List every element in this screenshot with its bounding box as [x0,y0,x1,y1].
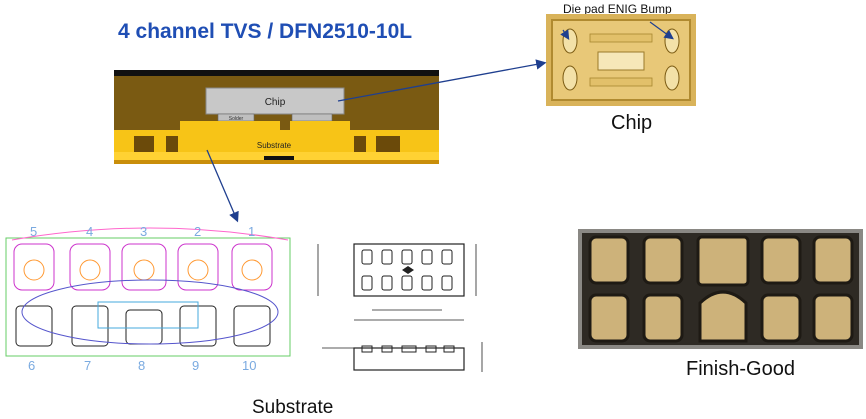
package-body [353,243,465,297]
pin-number: 1 [248,224,255,239]
pin-number: 9 [192,358,199,372]
substrate-label: Substrate [257,141,292,150]
pin-number: 8 [138,358,145,372]
pin-number: 2 [194,224,201,239]
pad-circle [79,259,101,281]
pin-number: 7 [84,358,91,372]
chip-photo [546,14,696,106]
lead [401,275,413,291]
pin-number: 3 [140,224,147,239]
pad-circle [241,259,263,281]
pad-bottom [125,309,163,345]
finish-pad [698,290,748,343]
finish-pad [696,235,750,287]
lead [361,275,373,291]
arrow-to-substrate [206,149,239,223]
chip-die [205,87,345,115]
pin-number: 6 [28,358,35,372]
side-lead [443,345,455,353]
pads-bottom [15,279,279,347]
chip-label: Chip [265,97,286,108]
finish-pad [812,235,854,285]
finish-pad [588,235,630,285]
package-side-view [353,347,465,371]
chip-caption: Chip [611,112,653,134]
pin-number: 5 [30,224,37,239]
die-pad-annotation: Die pad ENIG Bump [563,2,672,16]
pad-circle [187,259,209,281]
substrate-edge [114,160,439,164]
side-lead [425,345,437,353]
lead [381,275,393,291]
finish-pad [642,293,684,343]
side-lead [401,345,417,353]
pin1-mark [402,266,414,274]
substrate-pad [180,121,280,131]
pad-circle [133,259,155,281]
layout-curve [11,227,289,241]
substrate-gap [166,136,178,154]
finish-good-caption: Finish-Good [686,358,795,380]
pin-number: 4 [86,224,93,239]
finish-pad [812,293,854,343]
trace-outline [21,279,279,345]
chip-trace [589,33,653,43]
pad-bottom [233,305,271,347]
pad-bottom [71,305,109,347]
side-lead [381,345,393,353]
diagram-title: 4 channel TVS / DFN2510-10L [118,20,413,43]
substrate-caption: Substrate [252,397,334,418]
pad-top [69,243,111,291]
lead [361,249,373,265]
chip-center-pad [597,51,645,71]
package-cross-section: Chip Solder Substrate [114,70,439,164]
pad-top [13,243,55,291]
substrate-pad [290,121,350,131]
mold-top-edge [114,70,439,76]
pin-number: 10 [242,358,256,372]
arrow-bump-left [560,29,570,41]
lead [401,249,413,265]
substrate-layout: 5 4 3 2 1 6 7 8 9 10 [5,224,291,372]
pad-bottom [15,305,53,347]
lead [421,275,433,291]
layout-outline [5,237,291,357]
finish-pad [642,235,684,285]
finish-pad [588,293,630,343]
chip-trace [589,77,653,87]
arrow-to-chip [337,59,547,102]
package-outline-drawing [317,243,483,372]
pad-top [121,243,167,291]
side-lead [361,345,373,353]
substrate-gap [376,136,400,154]
substrate-gap [354,136,366,154]
lead [381,249,393,265]
trace-center [97,301,199,329]
finish-pad [760,235,802,285]
pad-circle [23,259,45,281]
bump-pad [562,65,578,91]
finish-pad [760,293,802,343]
solder-label: Solder [229,116,244,122]
substrate-gap [134,136,154,154]
pad-top [177,243,219,291]
lead [441,275,453,291]
finish-good-photo [578,229,863,349]
bump-pad [664,65,680,91]
lead [421,249,433,265]
lead [441,249,453,265]
pads-top [13,243,273,291]
arrow-bump-right [649,21,674,40]
pad-top [231,243,273,291]
